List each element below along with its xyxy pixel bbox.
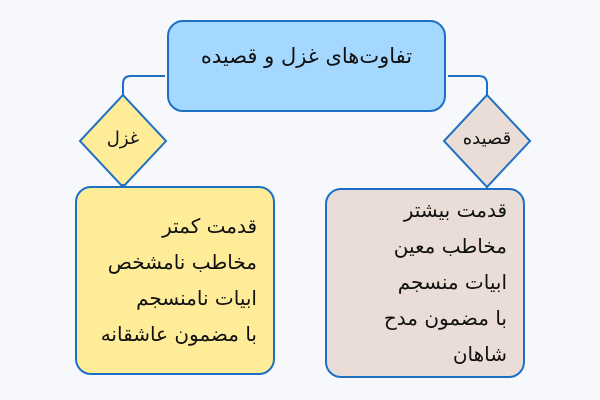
title-box: تفاوت‌های غزل و قصیده xyxy=(167,20,446,112)
qasideh-item: مخاطب معین xyxy=(393,234,507,258)
ghazal-box: قدمت کمتر مخاطب نامشخص ابیات نامنسجم با … xyxy=(75,186,275,375)
ghazal-item: با مضمون عاشقانه xyxy=(100,322,257,346)
ghazal-item: قدمت کمتر xyxy=(162,214,257,238)
ghazal-item: ابیات نامنسجم xyxy=(136,286,257,310)
qasideh-item: ابیات منسجم xyxy=(397,270,507,294)
qasideh-item: شاهان xyxy=(452,342,507,366)
label-ghazal: غزل xyxy=(106,128,140,149)
qasideh-item: قدمت بیشتر xyxy=(403,198,507,222)
qasideh-box: قدمت بیشتر مخاطب معین ابیات منسجم با مضم… xyxy=(325,188,525,378)
ghazal-item: مخاطب نامشخص xyxy=(107,250,257,274)
label-qasideh: قصیده xyxy=(462,128,512,149)
title-text: تفاوت‌های غزل و قصیده xyxy=(200,44,413,68)
qasideh-item: با مضمون مدح xyxy=(383,306,507,330)
connector-right xyxy=(448,75,488,95)
connector-left xyxy=(122,75,165,95)
